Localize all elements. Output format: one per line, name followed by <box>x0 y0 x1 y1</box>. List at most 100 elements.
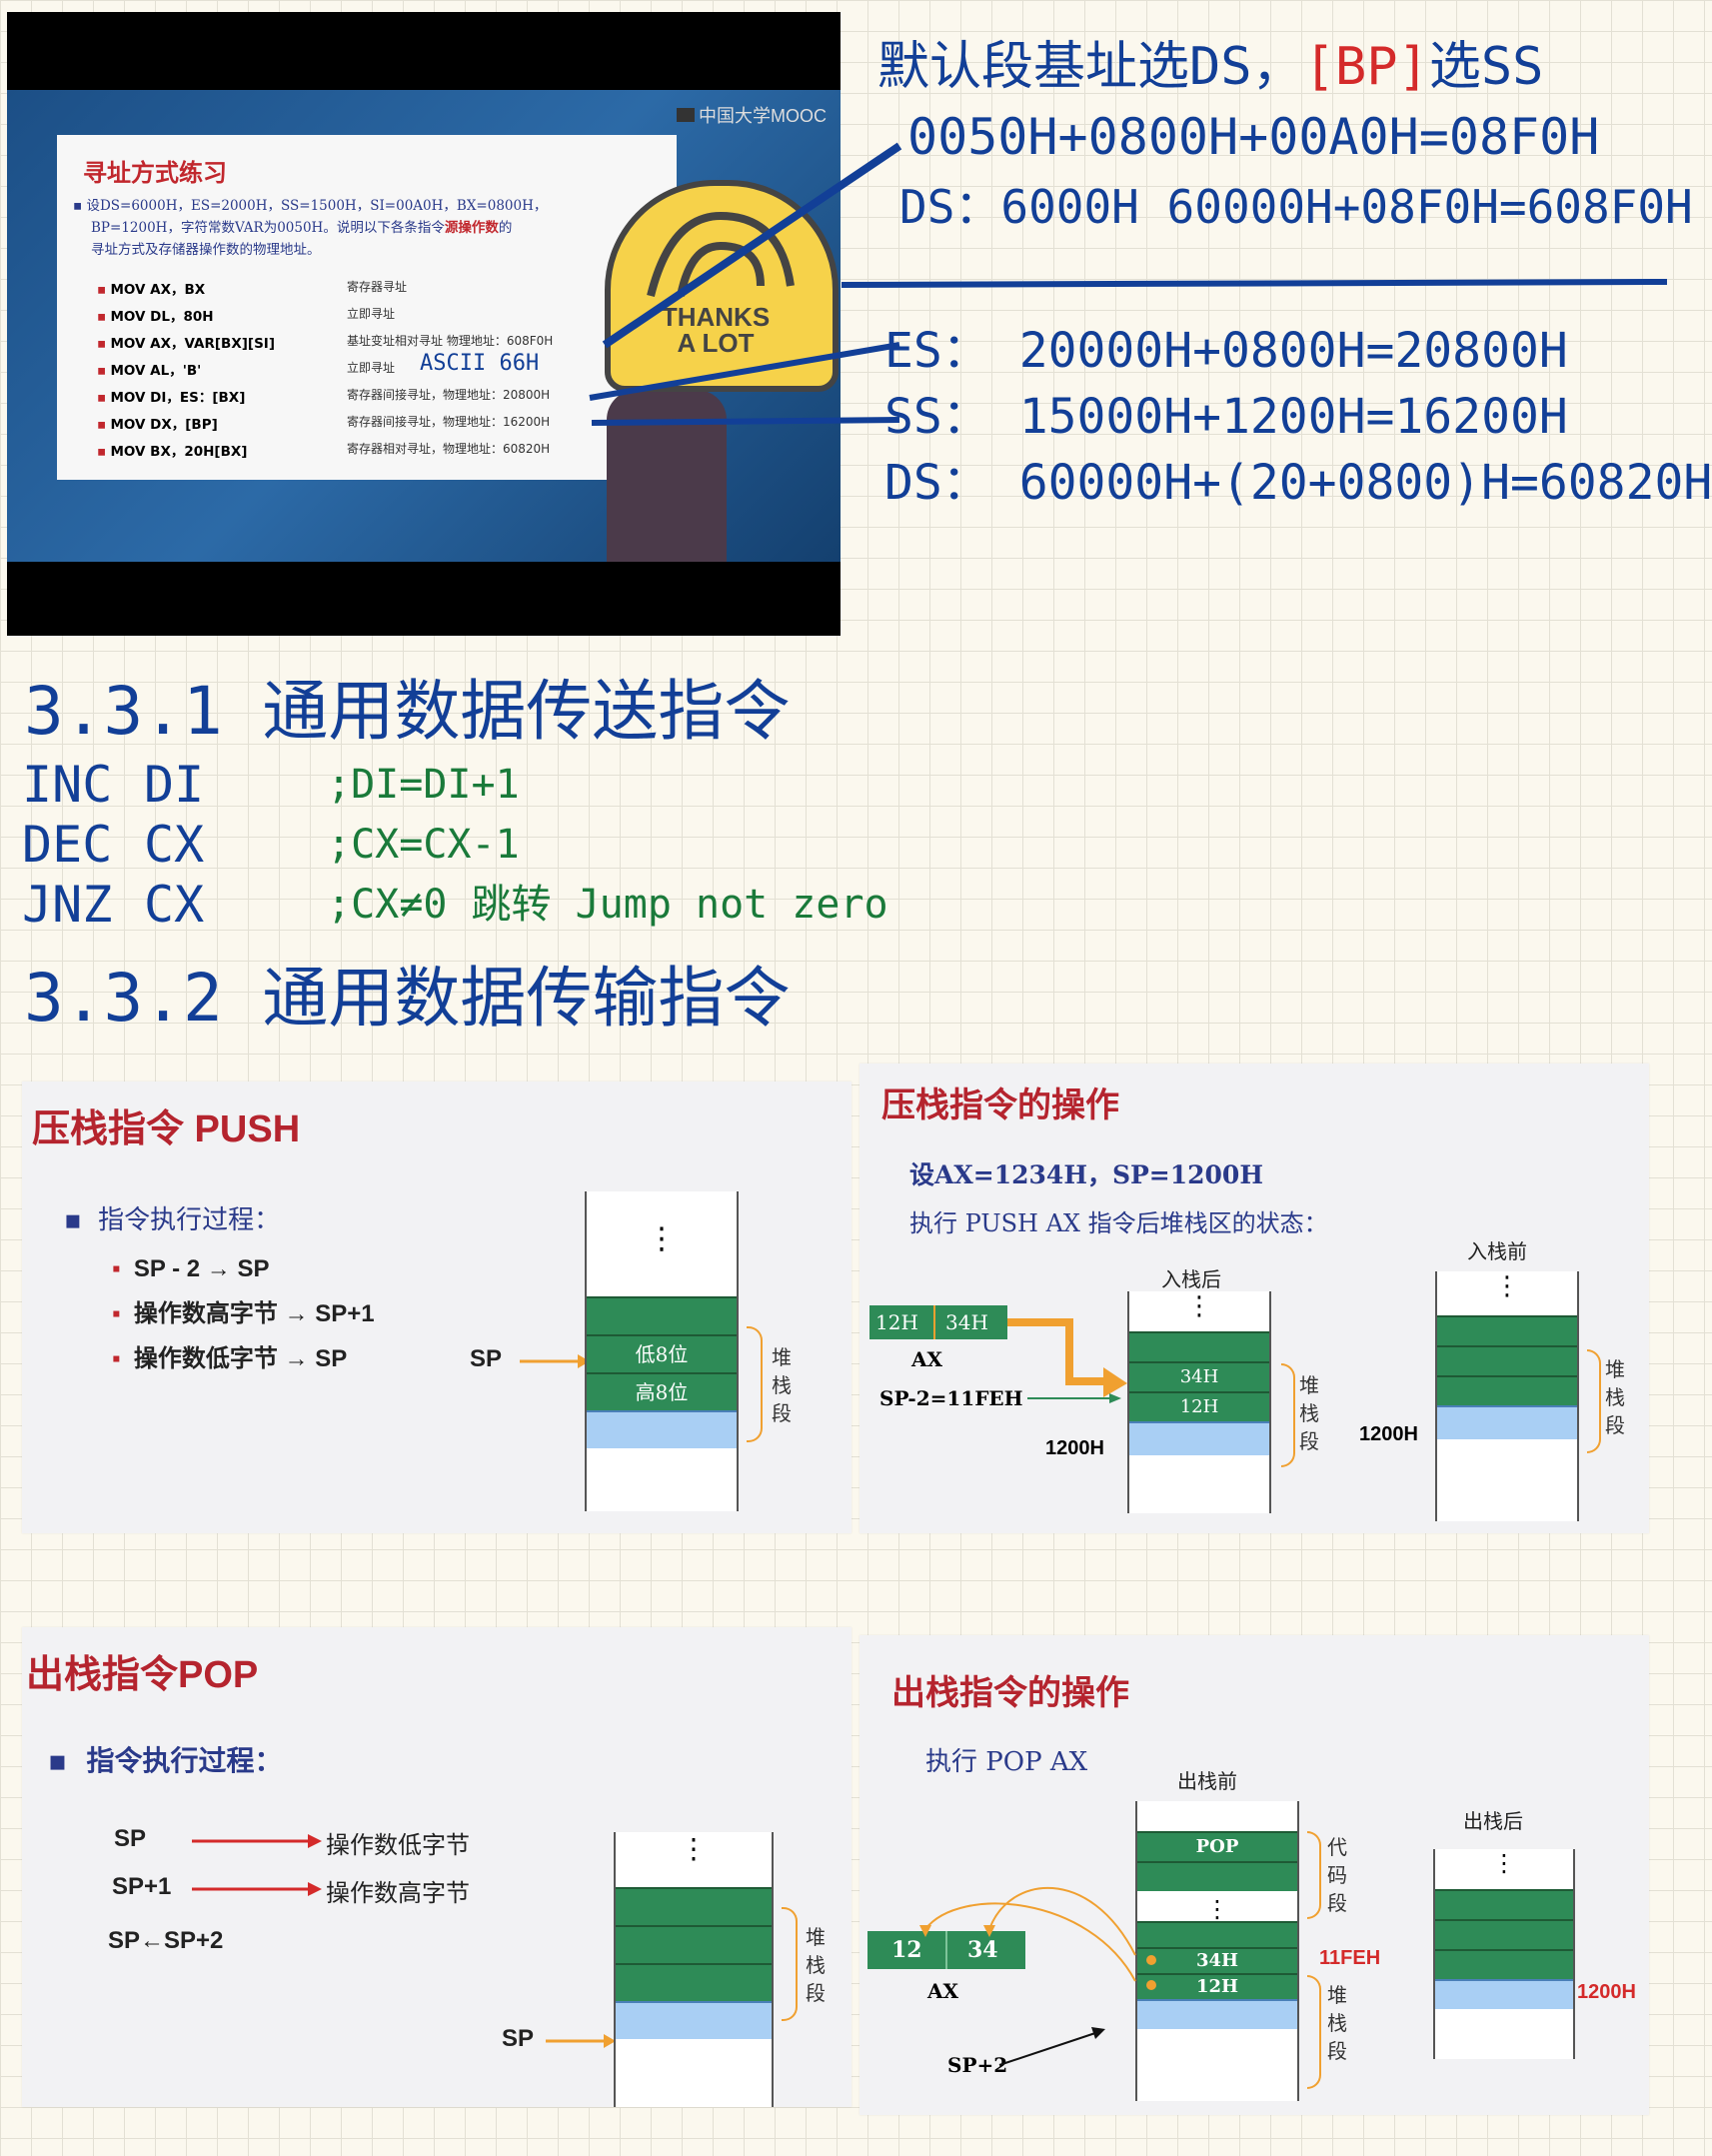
row-desc: 寄存器相对寻址，物理地址：60820H <box>347 442 551 456</box>
row-instr: MOV DI，ES：[BX] <box>110 390 246 406</box>
stack-cell-empty <box>1435 1949 1573 1979</box>
pop-row-right: 操作数高字节 <box>326 1879 470 1907</box>
note-default-seg: 默认段基址选DS， <box>877 37 1304 97</box>
pop-sp-label: SP <box>502 2025 535 2052</box>
seg-char: 堆 <box>1327 1983 1347 2007</box>
pop-row-left: SP+1 <box>112 1873 172 1900</box>
push-step: ▪ SP - 2 → SP <box>112 1255 270 1282</box>
pop-row-right: 操作数低字节 <box>326 1831 470 1859</box>
push-brace <box>747 1326 763 1442</box>
instr-row: JNZ CX ;CX≠0 跳转 Jump not zero <box>22 875 888 935</box>
addr-red-11feh: 11FEH <box>1319 1947 1381 1969</box>
ax-label: AX <box>911 1347 943 1371</box>
addr-red-1200h: 1200H <box>1577 1981 1636 2003</box>
seg-char: 栈 <box>1605 1385 1625 1409</box>
stack-cell-34h: 34H <box>1137 1947 1297 1973</box>
intro-line2: BP=1200H，字符常数VAR为0050H。说明以下各条指令 <box>91 220 445 236</box>
row-desc: 寄存器寻址 <box>347 280 408 294</box>
row-instr: MOV BX，20H[BX] <box>110 444 248 460</box>
stack-cell-empty <box>1437 1315 1577 1345</box>
video-scene: 寻址方式练习 ▪ 设DS=6000H，ES=2000H，SS=1500H，SI=… <box>7 90 841 562</box>
pop-bullet-text: 指令执行过程： <box>86 1744 283 1777</box>
addr-before: 1200H <box>1359 1423 1418 1445</box>
sticker-line1: THANKS <box>661 302 771 332</box>
push-seg-label: 堆 栈 段 <box>772 1343 792 1427</box>
pop-stack: ⋮ <box>614 1832 774 2107</box>
annotation-lines <box>589 142 1668 426</box>
before-seg-label: 堆 栈 段 <box>1605 1355 1625 1439</box>
seg-char: 码 <box>1327 1863 1347 1887</box>
stack-dots: ⋮ <box>1205 1895 1229 1923</box>
seg-char: 堆 <box>1605 1357 1625 1381</box>
stack-dots: ⋮ <box>1186 1291 1212 1321</box>
instr-comment: ;CX≠0 跳转 Jump not zero <box>327 882 888 928</box>
stack-cell-blue <box>1129 1421 1269 1455</box>
row-instr: MOV DL，80H <box>110 309 214 325</box>
stack-cell-empty <box>1129 1331 1269 1361</box>
stack-cell-empty <box>616 1887 772 1925</box>
row-instr: MOV AX，VAR[BX][SI] <box>110 336 276 352</box>
heading-332: 3.3.2 通用数据传输指令 <box>24 960 791 1037</box>
sp-minus-label: SP-2=11FEH <box>879 1386 1023 1410</box>
slide-row: ▪ MOV AX，VAR[BX][SI]基址变址相对寻址 物理地址：608F0H <box>97 334 554 352</box>
stack-cell-blue <box>1437 1405 1577 1439</box>
instr-arg: CX <box>144 876 205 934</box>
instr-comment: ;DI=DI+1 <box>327 762 520 808</box>
addr-after: 1200H <box>1045 1437 1104 1459</box>
pop-op-title: 出栈指令的操作 <box>891 1674 1129 1712</box>
notes-top-2: ES： 20000H+0800H=20800H SS： 15000H+1200H… <box>884 318 1712 516</box>
divider-line <box>841 279 1668 288</box>
ascii-note: ASCII 66H <box>420 351 540 376</box>
push-bullet-text: 指令执行过程： <box>98 1205 281 1235</box>
seg-char: 段 <box>806 1981 826 2005</box>
stack-cell-blue <box>587 1410 737 1448</box>
seg-char: 段 <box>1327 1891 1347 1915</box>
note-ss: 选SS <box>1428 37 1544 97</box>
stack-cell-blue <box>616 2001 772 2039</box>
push-sp-arrow-icon <box>520 1354 590 1368</box>
slide-intro: ▪ 设DS=6000H，ES=2000H，SS=1500H，SI=00A0H，B… <box>73 195 673 261</box>
sticker-swirl-icon <box>647 211 795 297</box>
pop-ax-register: 12 34 <box>867 1931 1025 1969</box>
book-icon <box>677 108 695 122</box>
pop-before-stack: POP ⋮ 34H 12H <box>1135 1801 1299 2101</box>
brand-text: 中国大学MOOC <box>699 106 827 126</box>
note-line3: DS：6000H 60000H+08F0H=608F0H <box>899 180 1693 234</box>
row-desc: 立即寻址 <box>347 307 396 321</box>
before-brace <box>1587 1349 1601 1453</box>
stack-cell-empty <box>1435 1919 1573 1949</box>
heading-331: 3.3.1 通用数据传送指令 <box>24 673 791 750</box>
reg-divider <box>945 1931 947 1969</box>
stack-cell-pop: POP <box>1137 1831 1297 1861</box>
pop-row-left: SP <box>114 1825 147 1852</box>
instr-comment: ;CX=CX-1 <box>327 822 520 868</box>
seg-char: 段 <box>1299 1429 1319 1453</box>
pop-title: 出栈指令POP <box>26 1654 259 1696</box>
line-608f0 <box>602 142 902 349</box>
pop-after-label: 出栈后 <box>1463 1809 1523 1833</box>
red-arrow-icon <box>192 1882 322 1896</box>
row-desc: 寄存器间接寻址，物理地址：20800H <box>347 388 551 402</box>
note-line1: 默认段基址选DS，[BP]选SS <box>877 32 1693 102</box>
pop-sp-arrow-icon <box>546 2034 616 2048</box>
line-20800 <box>589 342 900 401</box>
after-label: 入栈后 <box>1161 1267 1221 1291</box>
intro-line3: 寻址方式及存储器操作数的物理地址。 <box>91 242 321 258</box>
slide-row: ▪ MOV BX，20H[BX]寄存器相对寻址，物理地址：60820H <box>97 442 551 460</box>
stack-dots: ⋮ <box>680 1832 708 1865</box>
push-step: ▪ 操作数高字节 → SP+1 <box>112 1300 375 1327</box>
stack-cell-high: 高8位 <box>587 1372 737 1410</box>
seg-char: 代 <box>1327 1835 1347 1859</box>
stack-cell-empty <box>1137 1861 1297 1891</box>
stack-cell-34h: 34H <box>1129 1361 1269 1391</box>
instr-list: INC DI ;DI=DI+1 DEC CX ;CX=CX-1 JNZ CX ;… <box>22 755 888 935</box>
note-line2: 0050H+0800H+00A0H=08F0H <box>907 108 1600 166</box>
instr-row: INC DI ;DI=DI+1 <box>22 755 520 815</box>
presenter <box>607 390 727 562</box>
push-steps: ▪ SP - 2 → SP ▪ 操作数高字节 → SP+1 ▪ 操作数低字节 →… <box>112 1246 375 1381</box>
seg-char: 堆 <box>772 1345 792 1369</box>
push-sp-label: SP <box>470 1345 503 1372</box>
stack-cell-empty <box>1137 1921 1297 1947</box>
push-bullet: ▪ 指令执行过程： <box>64 1205 281 1235</box>
seg-char: 栈 <box>1327 2011 1347 2035</box>
